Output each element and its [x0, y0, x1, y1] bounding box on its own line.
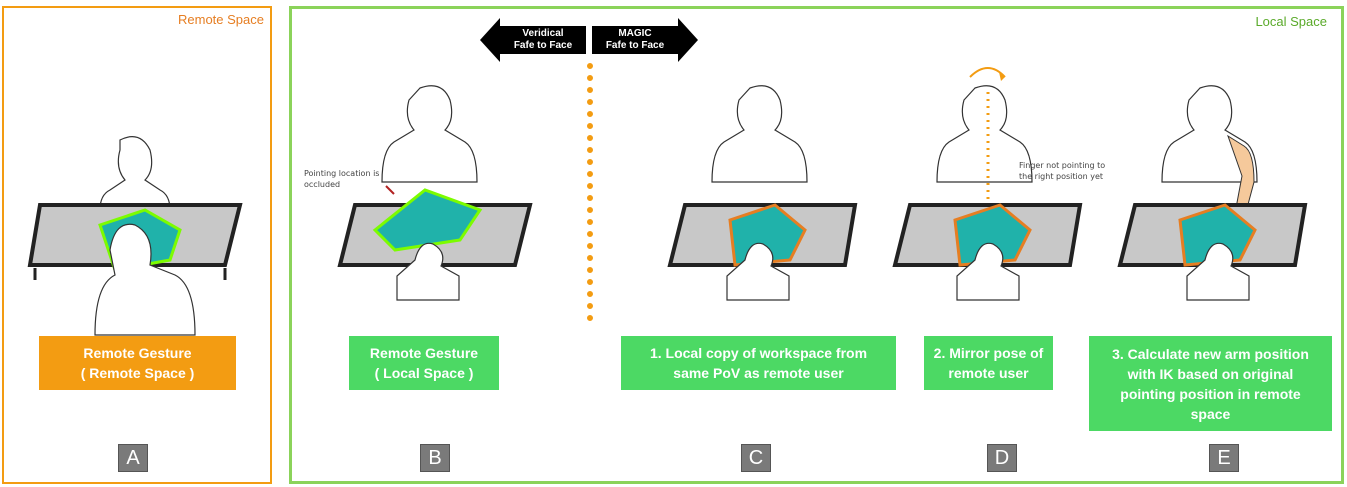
veridical-arrow: Veridical Fafe to Face: [480, 18, 586, 62]
scene-a-illustration: [27, 136, 243, 336]
caption-a: Remote Gesture ( Remote Space ): [39, 336, 236, 390]
magic-arrow: MAGIC Fafe to Face: [592, 18, 698, 62]
note-finger: Finger not pointing to the right positio…: [1019, 161, 1106, 181]
label-a: A: [118, 444, 148, 472]
local-space-frame: Local Space: [289, 6, 1344, 484]
note-occluded: Pointing location is occluded: [304, 169, 380, 189]
caption-d: 2. Mirror pose of remote user: [924, 336, 1053, 390]
remote-space-frame: Remote Space: [2, 6, 272, 484]
label-e: E: [1209, 444, 1239, 472]
scene-b-illustration: [337, 85, 533, 301]
orange-dotted-divider: [587, 63, 593, 331]
label-c: C: [741, 444, 771, 472]
remote-space-label: Remote Space: [178, 12, 264, 27]
caption-b: Remote Gesture ( Local Space ): [349, 336, 499, 390]
scene-e-illustration: [1117, 85, 1308, 301]
scene-c-illustration: [667, 85, 858, 301]
label-d: D: [987, 444, 1017, 472]
caption-e: 3. Calculate new arm position with IK ba…: [1089, 336, 1332, 431]
local-space-label: Local Space: [1255, 14, 1327, 29]
label-b: B: [420, 444, 450, 472]
caption-c: 1. Local copy of workspace from same PoV…: [621, 336, 896, 390]
scene-d-illustration: [892, 67, 1083, 301]
